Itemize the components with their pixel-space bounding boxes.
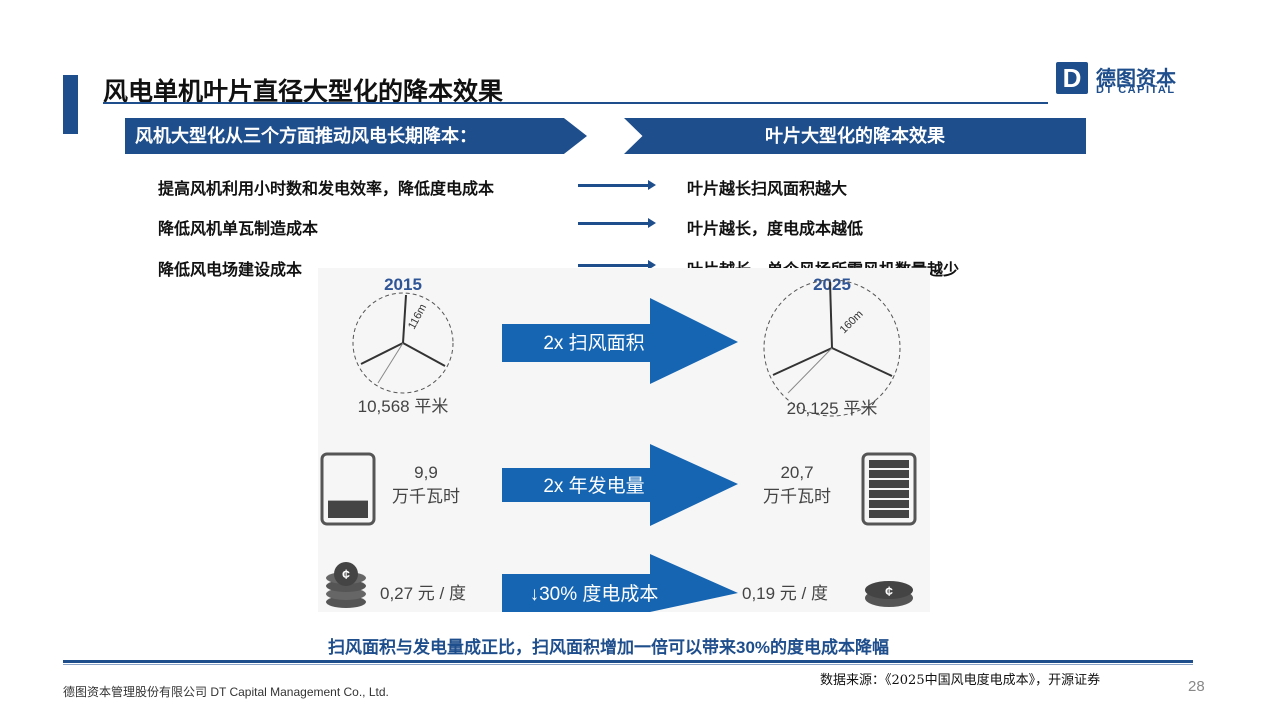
rotor-2015-icon <box>352 292 454 394</box>
battery-cell <box>869 480 909 488</box>
area-2025: 20,125 平米 <box>787 399 878 418</box>
arrowhead-icon <box>648 260 656 270</box>
cause-item: 提高风机利用小时数和发电效率，降低度电成本 <box>158 181 495 198</box>
generation-label: 2x 年发电量 <box>543 475 644 497</box>
effect-item: 叶片越长，度电成本越低 <box>687 221 864 238</box>
turbine-comparison-infographic: 2015 2025 116m 10,568 平米 2x 扫风面积 160m 20… <box>318 268 930 612</box>
title-underline <box>103 102 1048 104</box>
data-source: 数据来源：《2025中国风电度电成本》，开源证券 <box>820 673 1101 688</box>
footer-rule <box>63 660 1193 663</box>
battery-cell <box>869 490 909 498</box>
battery-cell <box>869 500 909 508</box>
energy-2015-value: 9,9 <box>414 463 438 482</box>
swept-area-label: 2x 扫风面积 <box>543 332 644 354</box>
energy-2025-value: 20,7 <box>780 463 813 482</box>
svg-text:¢: ¢ <box>885 583 893 599</box>
generation-arrow-icon <box>502 444 738 526</box>
infographic-caption: 扫风面积与发电量成正比，扫风面积增加一倍可以带来30%的度电成本降幅 <box>328 638 890 657</box>
page-title: 风电单机叶片直径大型化的降本效果 <box>103 78 504 106</box>
coin-2025-icon: ¢ <box>865 581 913 607</box>
cost-label: ↓30% 度电成本 <box>530 583 659 605</box>
arrowhead-icon <box>648 180 656 190</box>
arrow-right-icon <box>578 264 650 267</box>
coin-stack-2015-icon: ¢ <box>326 562 366 608</box>
area-2015: 10,568 平米 <box>358 397 449 416</box>
energy-2015-unit: 万千瓦时 <box>392 487 460 506</box>
swept-area-arrow-icon <box>502 298 738 384</box>
battery-low-icon <box>320 452 376 526</box>
battery-cell <box>869 460 909 468</box>
logo-mark: D <box>1056 62 1088 94</box>
title-accent-bar <box>63 75 78 134</box>
arrowhead-icon <box>648 218 656 228</box>
rotor-2025-icon <box>763 279 901 417</box>
effect-item: 叶片越长扫风面积越大 <box>687 181 848 198</box>
company-name: 德图资本管理股份有限公司 DT Capital Management Co., … <box>63 685 389 699</box>
battery-cell <box>869 510 909 518</box>
cause-item: 降低风机单瓦制造成本 <box>158 221 319 238</box>
banner-drivers: 风机大型化从三个方面推动风电长期降本： <box>125 118 587 154</box>
cause-item: 降低风电场建设成本 <box>158 262 303 279</box>
cost-2025: 0,19 元 / 度 <box>742 584 828 603</box>
battery-full-icon <box>861 452 917 526</box>
logo-english: DT CAPITAL <box>1096 84 1176 96</box>
banner-effects: 叶片大型化的降本效果 <box>624 118 1086 154</box>
arrow-right-icon <box>578 222 650 225</box>
energy-2025-unit: 万千瓦时 <box>763 487 831 506</box>
page-number: 28 <box>1188 678 1205 695</box>
year-2015: 2015 <box>384 275 422 294</box>
arrow-right-icon <box>578 184 650 187</box>
cost-arrow-icon <box>502 554 738 612</box>
cost-2015: 0,27 元 / 度 <box>380 584 466 603</box>
logo-chinese: 德图资本 <box>1096 68 1176 90</box>
year-2025: 2025 <box>813 275 851 294</box>
footer-rule-thin <box>63 664 1193 665</box>
svg-text:¢: ¢ <box>342 566 350 582</box>
battery-cell <box>869 470 909 478</box>
